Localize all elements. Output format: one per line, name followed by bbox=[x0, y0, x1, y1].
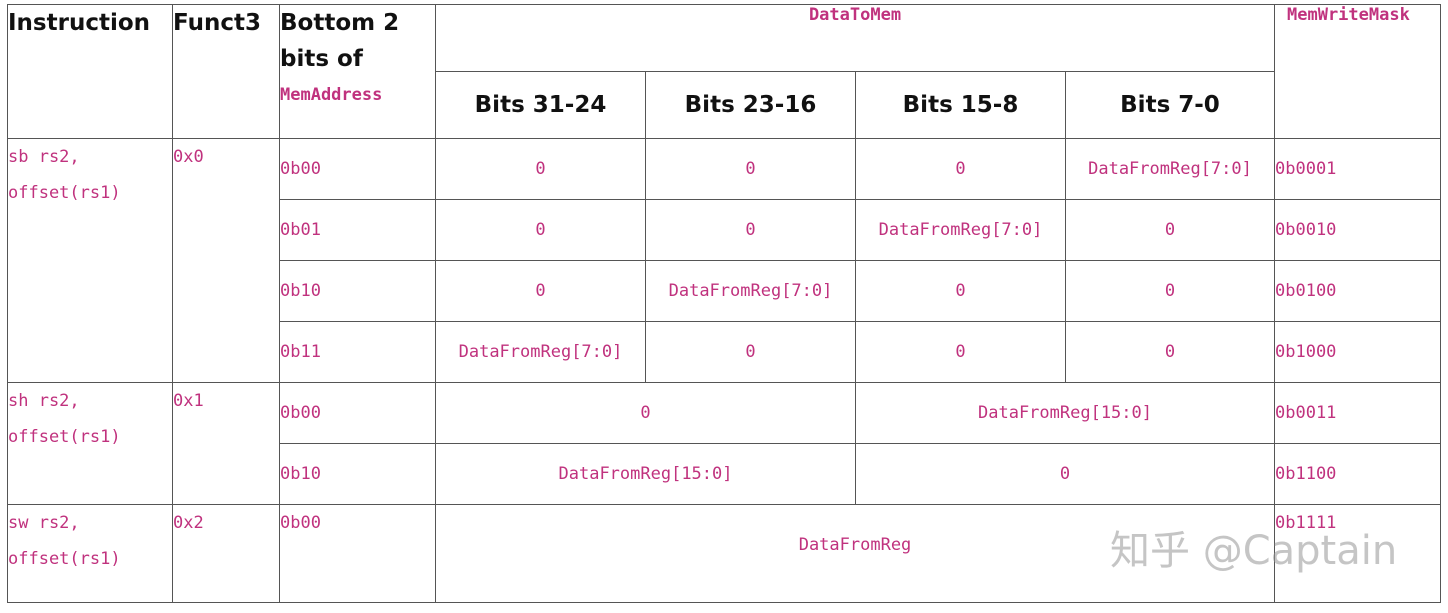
table-row: 0b10 DataFromReg[15:0] 0 0b1100 bbox=[8, 443, 1441, 505]
header-bottom-bits-line1: Bottom 2 bbox=[280, 10, 400, 36]
lower-half-cell: DataFromReg[15:0] bbox=[855, 382, 1275, 444]
header-bottom-bits-code: MemAddress bbox=[280, 85, 383, 105]
bits-31-24-cell: 0 bbox=[435, 138, 646, 200]
bits-7-0-cell: 0 bbox=[1065, 260, 1275, 322]
mask-cell: 0b0001 bbox=[1274, 138, 1441, 200]
mask-cell: 0b0100 bbox=[1274, 260, 1441, 322]
header-funct3: Funct3 bbox=[172, 4, 280, 139]
funct3-sw: 0x2 bbox=[172, 504, 280, 603]
table-row: sw rs2, offset(rs1) 0x2 0b00 DataFromReg… bbox=[7, 504, 1441, 603]
bits-23-16-cell: 0 bbox=[645, 199, 856, 261]
addr-cell: 0b10 bbox=[279, 443, 436, 505]
bits-31-24-cell: DataFromReg[7:0] bbox=[435, 321, 646, 383]
bits-7-0-cell: DataFromReg[7:0] bbox=[1065, 138, 1275, 200]
header-bottom-bits: Bottom 2 bits of MemAddress bbox=[279, 4, 436, 139]
mask-cell: 0b0011 bbox=[1274, 382, 1441, 444]
lower-half-cell: 0 bbox=[855, 443, 1275, 505]
instruction-sw-line1: sw rs2, bbox=[8, 513, 80, 533]
instruction-sb-line2: offset(rs1) bbox=[8, 183, 121, 203]
bits-7-0-cell: 0 bbox=[1065, 321, 1275, 383]
bits-31-24-cell: 0 bbox=[435, 199, 646, 261]
bits-23-16-cell: DataFromReg[7:0] bbox=[645, 260, 856, 322]
header-data-to-mem: DataToMem bbox=[435, 4, 1275, 72]
bits-7-0-cell: 0 bbox=[1065, 199, 1275, 261]
header-bits-23-16: Bits 23-16 bbox=[645, 71, 856, 139]
funct3-sb: 0x0 bbox=[172, 138, 280, 383]
word-cell: DataFromReg bbox=[435, 504, 1275, 603]
addr-cell: 0b00 bbox=[279, 382, 436, 444]
mask-cell: 0b1111 bbox=[1274, 504, 1441, 603]
instruction-sh: sh rs2, offset(rs1) bbox=[7, 382, 173, 505]
bits-23-16-cell: 0 bbox=[645, 138, 856, 200]
addr-cell: 0b11 bbox=[279, 321, 436, 383]
header-bottom-bits-line2: bits of bbox=[280, 46, 363, 72]
instruction-sb-line1: sb rs2, bbox=[8, 147, 80, 167]
instruction-sh-line1: sh rs2, bbox=[8, 391, 80, 411]
header-mem-write-mask: MemWriteMask bbox=[1274, 4, 1441, 139]
bits-15-8-cell: 0 bbox=[855, 260, 1066, 322]
mask-cell: 0b0010 bbox=[1274, 199, 1441, 261]
header-bits-31-24: Bits 31-24 bbox=[435, 71, 646, 139]
addr-cell: 0b01 bbox=[279, 199, 436, 261]
addr-cell: 0b00 bbox=[279, 138, 436, 200]
bits-23-16-cell: 0 bbox=[645, 321, 856, 383]
header-bits-15-8: Bits 15-8 bbox=[855, 71, 1066, 139]
table-row: 0b11 DataFromReg[7:0] 0 0 0 0b1000 bbox=[8, 321, 1441, 383]
table-row: sb rs2, offset(rs1) 0x0 0b00 0 0 0 DataF… bbox=[7, 138, 1441, 383]
mask-cell: 0b1000 bbox=[1274, 321, 1441, 383]
bits-15-8-cell: DataFromReg[7:0] bbox=[855, 199, 1066, 261]
instruction-sh-line2: offset(rs1) bbox=[8, 427, 121, 447]
memory-write-table: Instruction Funct3 Bottom 2 bits of MemA… bbox=[7, 4, 1441, 603]
funct3-sh: 0x1 bbox=[172, 382, 280, 505]
instruction-sw: sw rs2, offset(rs1) bbox=[7, 504, 173, 603]
addr-cell: 0b00 bbox=[279, 504, 436, 603]
instruction-sw-line2: offset(rs1) bbox=[8, 549, 121, 569]
header-instruction: Instruction bbox=[7, 4, 173, 139]
header-bits-7-0: Bits 7-0 bbox=[1065, 71, 1275, 139]
table-row: 0b01 0 0 DataFromReg[7:0] 0 0b0010 bbox=[8, 199, 1441, 261]
mask-cell: 0b1100 bbox=[1274, 443, 1441, 505]
bits-31-24-cell: 0 bbox=[435, 260, 646, 322]
bits-15-8-cell: 0 bbox=[855, 138, 1066, 200]
bits-15-8-cell: 0 bbox=[855, 321, 1066, 383]
table-row: sh rs2, offset(rs1) 0x1 0b00 0 DataFromR… bbox=[7, 382, 1441, 505]
addr-cell: 0b10 bbox=[279, 260, 436, 322]
upper-half-cell: DataFromReg[15:0] bbox=[435, 443, 856, 505]
instruction-sb: sb rs2, offset(rs1) bbox=[7, 138, 173, 383]
upper-half-cell: 0 bbox=[435, 382, 856, 444]
